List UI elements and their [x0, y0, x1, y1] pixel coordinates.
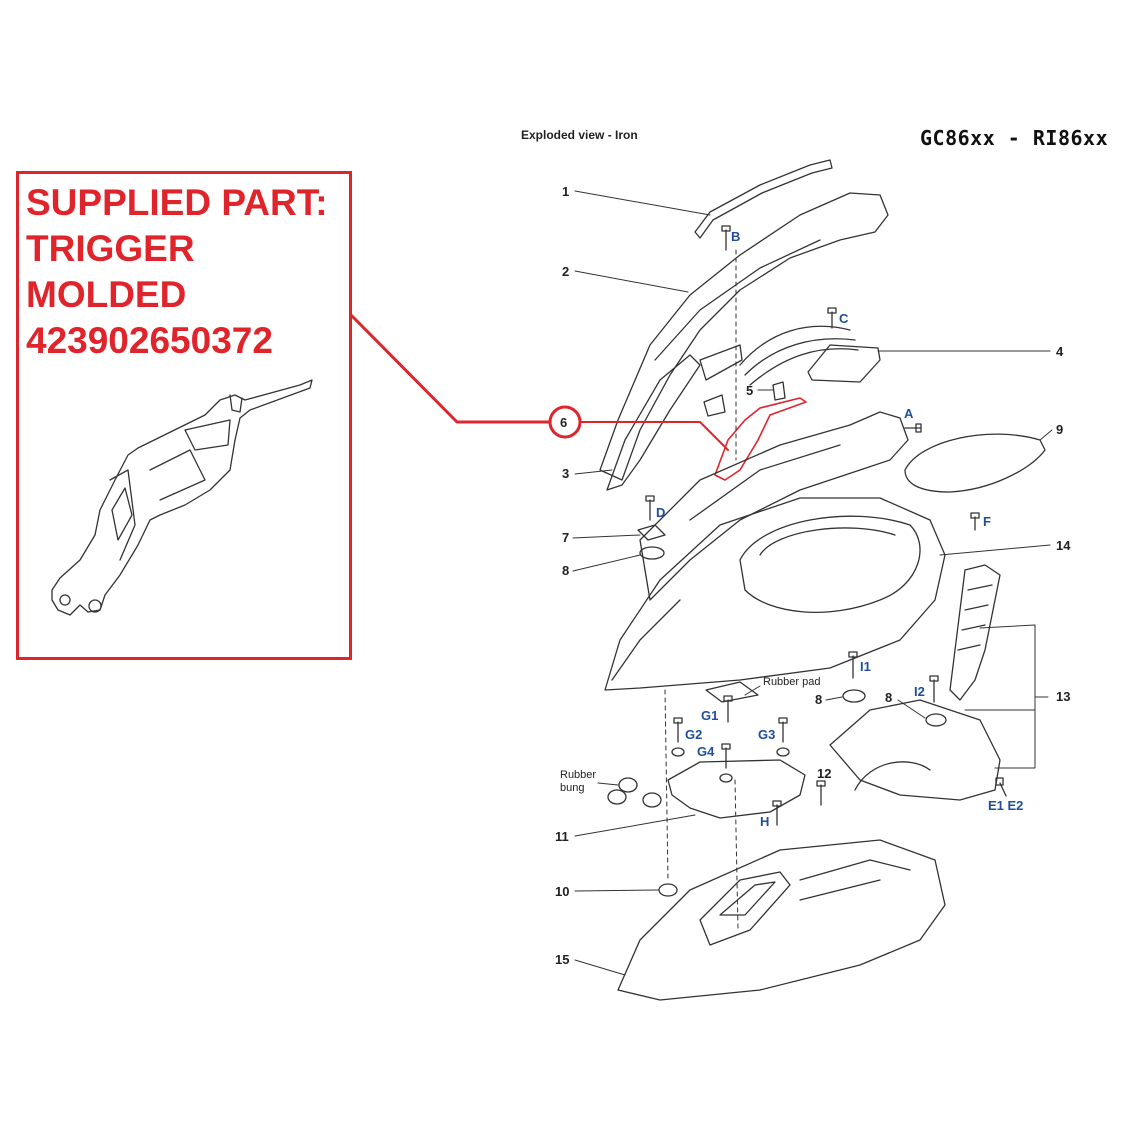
part-11-bracket — [667, 759, 806, 819]
callout-8-right: 8 — [885, 690, 892, 705]
part-7-washer — [637, 524, 666, 541]
label-rubber-bung-1: Rubber — [560, 769, 596, 781]
screw-e — [995, 777, 1007, 797]
screw-g3 — [778, 717, 788, 743]
callout-5: 5 — [746, 383, 753, 398]
screw-label-g4: G4 — [697, 744, 715, 759]
screw-label-a: A — [904, 406, 914, 421]
model-number: GC86xx - RI86xx — [920, 126, 1109, 150]
part-4-switch — [807, 344, 881, 383]
part-3-handle-side — [606, 354, 701, 491]
callout-11: 11 — [555, 829, 569, 844]
callout-12: 12 — [817, 766, 831, 781]
part-6-trigger — [714, 397, 807, 481]
handle-body — [639, 411, 909, 601]
supplied-part-text: SUPPLIED PART: TRIGGER MOLDED 4239026503… — [26, 180, 328, 364]
screw-label-i2: I2 — [914, 684, 925, 699]
trigger-part-illustration — [51, 379, 313, 616]
callout-13: 13 — [1056, 689, 1070, 704]
part-10-grommet — [658, 883, 678, 897]
supplied-part-number: 423902650372 — [26, 320, 273, 361]
callout-2: 2 — [562, 264, 569, 279]
part-2-handle — [599, 192, 889, 481]
supplied-part-title: SUPPLIED PART: — [26, 182, 328, 223]
screw-label-c: C — [839, 311, 849, 326]
callout-7: 7 — [562, 530, 569, 545]
screw-label-e: E1 E2 — [988, 798, 1023, 813]
callout-8-mid: 8 — [815, 692, 822, 707]
rubber-bung — [618, 777, 638, 793]
callout-6: 6 — [560, 415, 567, 430]
screw-label-g3: G3 — [758, 727, 775, 742]
part-9-plate — [904, 433, 1046, 493]
callout-10: 10 — [555, 884, 569, 899]
part-1-strip — [694, 159, 833, 239]
screw-label-b: B — [731, 229, 740, 244]
part-14-body-shell — [604, 497, 946, 691]
callout-9: 9 — [1056, 422, 1063, 437]
screw-f — [970, 512, 980, 531]
part-15-soleplate — [617, 839, 946, 1001]
screw-b — [721, 225, 731, 251]
rubber-pad — [705, 681, 759, 703]
part-5-button — [772, 381, 786, 401]
supplied-part-name-2: MOLDED — [26, 274, 187, 315]
screw-g2 — [673, 717, 683, 743]
screw-g1 — [723, 695, 733, 723]
callout-15: 15 — [555, 952, 569, 967]
screw-12 — [816, 780, 826, 806]
label-rubber-bung-2: bung — [560, 782, 584, 794]
callout-14: 14 — [1056, 538, 1071, 553]
screw-label-g2: G2 — [685, 727, 702, 742]
callout-1: 1 — [562, 184, 569, 199]
screw-d — [645, 495, 655, 521]
screw-label-i1: I1 — [860, 659, 871, 674]
screw-i1 — [848, 651, 858, 679]
diagram-subtitle: Exploded view - Iron — [521, 128, 638, 142]
screw-label-d: D — [656, 505, 665, 520]
callout-4: 4 — [1056, 344, 1064, 359]
screw-label-h: H — [760, 814, 769, 829]
leader-lines — [572, 190, 1053, 976]
label-rubber-pad: Rubber pad — [763, 676, 821, 688]
screw-i2 — [929, 675, 939, 703]
supplied-part-name-1: TRIGGER — [26, 228, 195, 269]
supplied-part-box — [16, 171, 352, 660]
screw-c — [827, 307, 837, 329]
screw-a — [904, 423, 922, 433]
callout-8-top: 8 — [562, 563, 569, 578]
part-8-grommet — [639, 546, 665, 560]
screw-label-g1: G1 — [701, 708, 718, 723]
part-13-steam-assembly — [949, 564, 1001, 701]
callout-3: 3 — [562, 466, 569, 481]
screw-g4 — [721, 743, 731, 769]
screw-h — [772, 800, 782, 826]
screw-label-f: F — [983, 514, 991, 529]
highlight-connector — [350, 314, 729, 451]
